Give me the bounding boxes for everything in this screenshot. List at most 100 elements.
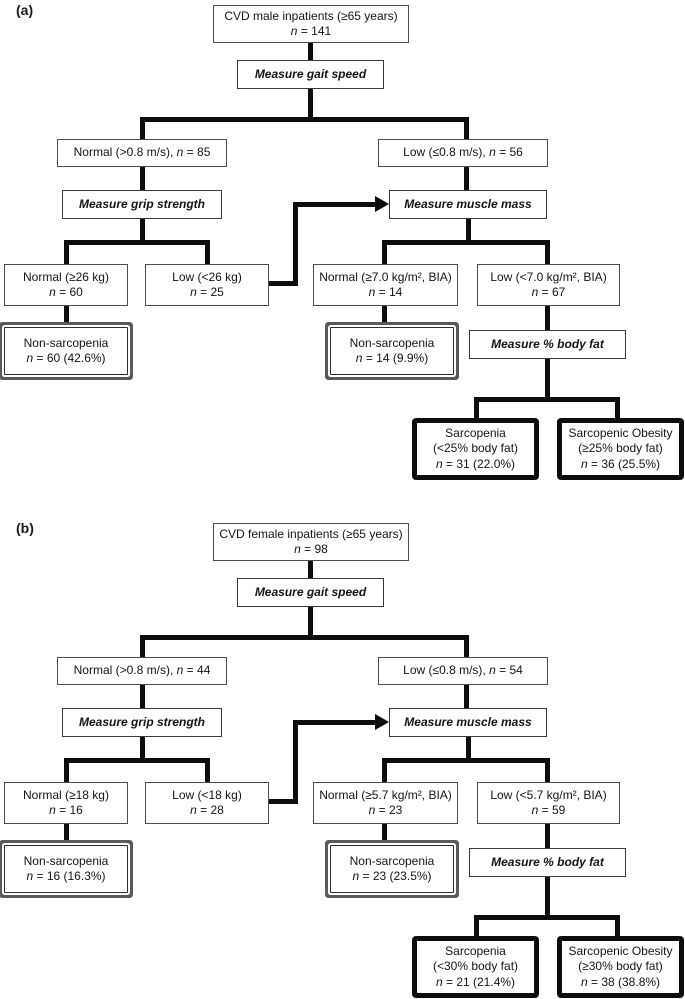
b-gait-normal-box: Normal (>0.8 m/s), n = 44 <box>57 657 227 685</box>
b-connector-musclelow-bodyfat <box>545 824 550 848</box>
b-grip-low-box: Low (<18 kg) n = 28 <box>145 782 269 824</box>
a-measure-gait-label: Measure gait speed <box>254 66 367 81</box>
b-grip-normal-line2: n = 16 <box>49 803 83 817</box>
a-elbow-seg3 <box>293 202 377 207</box>
b-branch1-drop-right <box>464 635 469 657</box>
b-branch2r-horizontal <box>382 758 550 763</box>
b-muscle-low-box: Low (<5.7 kg/m², BIA) n = 59 <box>477 782 620 824</box>
a-connector-gaitnormal-grip <box>140 167 145 190</box>
b-gait-low-box: Low (≤0.8 m/s), n = 54 <box>378 657 548 685</box>
b-connector-gripnormal-nonsarc <box>64 824 69 843</box>
b-nonsarc-muscle-line1: Non-sarcopenia <box>349 853 435 868</box>
b-elbow-seg2 <box>293 720 298 804</box>
b-muscle-low-line2: n = 59 <box>531 803 566 817</box>
b-sarcopenia-line3: n = 21 (21.4%) <box>435 974 516 989</box>
a-grip-low-box: Low (<26 kg) n = 25 <box>145 264 269 306</box>
a-branch2l-horizontal <box>64 240 210 245</box>
b-nonsarc-grip-box: Non-sarcopenia n = 16 (16.3%) <box>4 845 128 893</box>
b-branch2r-drop-left <box>382 758 387 782</box>
b-branch2l-drop-left <box>64 758 69 782</box>
a-measure-muscle-box: Measure muscle mass <box>389 190 547 219</box>
b-arrowhead-right-icon <box>375 714 389 730</box>
b-root-box: CVD female inpatients (≥65 years) n = 98 <box>213 523 409 561</box>
a-branch2r-drop-right <box>545 240 550 264</box>
b-branch2l-drop-right <box>205 758 210 782</box>
a-connector-musclelow-bodyfat <box>545 306 550 330</box>
a-connector-musclenormal-nonsarc <box>382 306 387 325</box>
b-elbow-seg3 <box>293 720 377 725</box>
b-branch3-drop-left <box>474 915 479 936</box>
a-sarcopenia-line3: n = 31 (22.0%) <box>435 456 516 471</box>
a-grip-low-line1: Low (<26 kg) <box>172 269 242 284</box>
a-root-line2: n = 141 <box>290 24 332 38</box>
a-measure-gait-box: Measure gait speed <box>237 60 384 89</box>
b-measure-muscle-label: Measure muscle mass <box>404 714 532 729</box>
a-connector-muscle-branch <box>466 219 471 240</box>
a-elbow-seg2 <box>293 202 298 286</box>
a-nonsarc-grip-box: Non-sarcopenia n = 60 (42.6%) <box>4 327 128 375</box>
a-muscle-normal-line1: Normal (≥7.0 kg/m², BIA) <box>319 269 452 284</box>
a-gait-normal-box: Normal (>0.8 m/s), n = 85 <box>57 139 227 167</box>
b-measure-bodyfat-label: Measure % body fat <box>491 854 604 869</box>
a-connector-gait-branch <box>308 89 313 117</box>
a-sarcopenic-obesity-line3: n = 36 (25.5%) <box>580 456 661 471</box>
b-branch1-drop-left <box>140 635 145 657</box>
b-measure-grip-label: Measure grip strength <box>78 714 206 729</box>
b-sarcopenic-obesity-box: Sarcopenic Obesity (≥30% body fat) n = 3… <box>557 936 684 998</box>
a-measure-muscle-label: Measure muscle mass <box>404 196 532 211</box>
b-nonsarc-grip-line1: Non-sarcopenia <box>23 853 109 868</box>
b-gait-normal-label: Normal (>0.8 m/s), n = 44 <box>73 663 211 678</box>
b-root-line2: n = 98 <box>294 542 328 556</box>
a-grip-normal-line2: n = 60 <box>49 285 83 299</box>
b-measure-gait-label: Measure gait speed <box>254 584 367 599</box>
b-measure-grip-box: Measure grip strength <box>62 708 222 737</box>
b-grip-low-line2: n = 28 <box>190 803 224 817</box>
a-muscle-normal-line2: n = 14 <box>368 285 403 299</box>
b-root-line1: CVD female inpatients (≥65 years) <box>219 526 403 541</box>
b-sarcopenia-line2: (<30% body fat) <box>432 959 519 974</box>
a-measure-bodyfat-label: Measure % body fat <box>491 336 604 351</box>
a-sarcopenia-line2: (<25% body fat) <box>432 441 519 456</box>
b-connector-root-gait <box>308 561 313 578</box>
a-gait-low-box: Low (≤0.8 m/s), n = 56 <box>378 139 548 167</box>
a-branch2r-horizontal <box>382 240 550 245</box>
a-root-box: CVD male inpatients (≥65 years) n = 141 <box>213 5 409 43</box>
b-elbow-seg1 <box>269 799 298 804</box>
a-elbow-seg1 <box>269 281 298 286</box>
a-gait-normal-label: Normal (>0.8 m/s), n = 85 <box>73 145 211 160</box>
a-branch3-drop-right <box>615 397 620 418</box>
b-branch2r-drop-right <box>545 758 550 782</box>
a-gait-low-label: Low (≤0.8 m/s), n = 56 <box>403 145 523 160</box>
b-connector-gaitnormal-grip <box>140 685 145 708</box>
b-sarcopenic-obesity-line3: n = 38 (38.8%) <box>580 974 661 989</box>
a-branch3-horizontal <box>474 397 620 402</box>
a-grip-normal-box: Normal (≥26 kg) n = 60 <box>4 264 128 306</box>
b-sarcopenic-obesity-line2: (≥30% body fat) <box>578 959 663 974</box>
a-nonsarc-muscle-line1: Non-sarcopenia <box>349 335 435 350</box>
a-muscle-normal-box: Normal (≥7.0 kg/m², BIA) n = 14 <box>313 264 458 306</box>
a-branch1-horizontal <box>140 117 469 122</box>
b-muscle-normal-line1: Normal (≥5.7 kg/m², BIA) <box>319 787 452 802</box>
b-branch2l-horizontal <box>64 758 210 763</box>
a-measure-bodyfat-box: Measure % body fat <box>469 330 626 359</box>
b-connector-musclenormal-nonsarc <box>382 824 387 843</box>
a-muscle-low-line1: Low (<7.0 kg/m², BIA) <box>490 269 607 284</box>
a-panel-label: (a) <box>16 2 34 18</box>
b-nonsarc-grip-line2: n = 16 (16.3%) <box>26 869 106 883</box>
b-connector-muscle-branch <box>466 737 471 758</box>
a-branch2l-drop-right <box>205 240 210 264</box>
b-connector-grip-branch <box>140 737 145 758</box>
a-sarcopenia-box: Sarcopenia (<25% body fat) n = 31 (22.0%… <box>412 418 539 480</box>
a-measure-grip-label: Measure grip strength <box>78 196 206 211</box>
b-measure-muscle-box: Measure muscle mass <box>389 708 547 737</box>
b-panel-label: (b) <box>16 520 34 536</box>
a-connector-gripnormal-nonsarc <box>64 306 69 325</box>
b-measure-bodyfat-box: Measure % body fat <box>469 848 626 877</box>
a-grip-normal-line1: Normal (≥26 kg) <box>23 269 109 284</box>
a-sarcopenic-obesity-box: Sarcopenic Obesity (≥25% body fat) n = 3… <box>557 418 684 480</box>
a-branch1-drop-left <box>140 117 145 139</box>
b-nonsarc-muscle-box: Non-sarcopenia n = 23 (23.5%) <box>330 845 454 893</box>
a-muscle-low-line2: n = 67 <box>531 285 566 299</box>
a-connector-bodyfat-branch <box>545 359 550 397</box>
